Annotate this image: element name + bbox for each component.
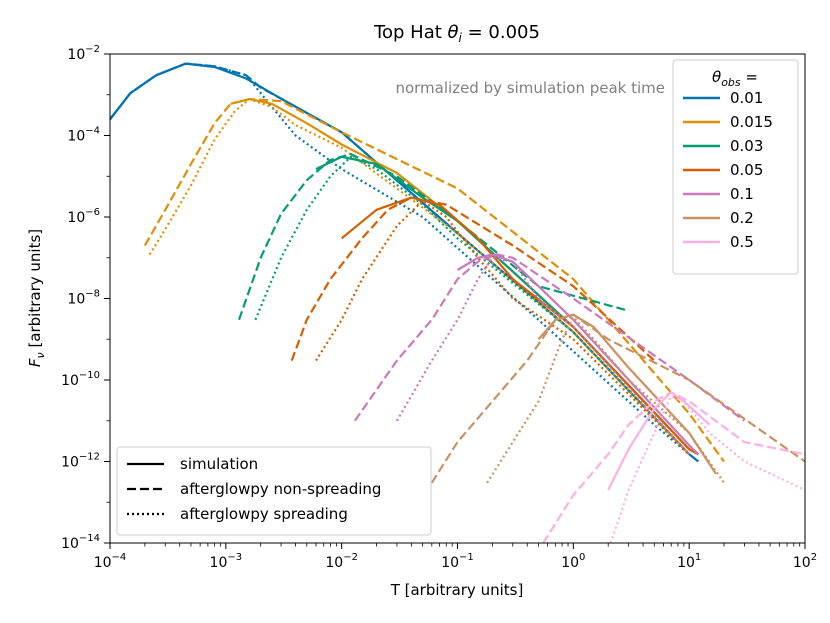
tick-label: 10−12 [61, 452, 100, 471]
legend-label: 0.1 [730, 185, 754, 203]
series-0-5-simulation-line [607, 391, 711, 491]
tick-label: 102 [793, 552, 817, 571]
tick-label: 10−6 [67, 207, 100, 226]
series-0-1-simulation-line [456, 253, 700, 456]
style-legend: simulation afterglowpy non-spreading after… [116, 446, 432, 536]
series-0-2-nonspreading-line [430, 313, 805, 484]
legend-label: 0.05 [730, 161, 763, 179]
legend-style-label: simulation [180, 455, 258, 473]
y-axis: 10−14 10−12 10−10 10−8 10−6 10−4 10−2 [61, 44, 110, 552]
style-legend-items: simulation afterglowpy non-spreading after… [127, 455, 381, 523]
tick-label: 10−1 [441, 552, 474, 571]
legend-style-label: afterglowpy spreading [180, 505, 348, 523]
annotation: normalized by simulation peak time [395, 79, 665, 97]
series-0-5-nonspreading-line [542, 391, 805, 543]
x-axis-label: T [arbitrary units] [390, 581, 524, 599]
tick-label: 100 [561, 552, 585, 571]
legend-label: 0.2 [730, 209, 754, 227]
tick-label: 10−4 [67, 126, 100, 145]
color-legend-box [672, 59, 799, 275]
x-axis: 10−4 10−3 10−2 10−1 100 101 102 [94, 543, 817, 571]
series-0-2-simulation-line [537, 313, 717, 475]
color-legend: θobs = 0.01 0.015 0.03 0.05 0.1 0.2 0.5 [672, 59, 799, 275]
tick-label: 10−4 [94, 552, 127, 571]
legend-style-label: afterglowpy non-spreading [180, 480, 381, 498]
legend-label: 0.01 [730, 89, 763, 107]
tick-label: 10−3 [210, 552, 243, 571]
series-0-05-simulation-line [341, 196, 699, 456]
series-0-1-spreading-line [395, 256, 691, 456]
color-legend-items: 0.01 0.015 0.03 0.05 0.1 0.2 0.5 [683, 89, 773, 251]
series-0-5-spreading-line [609, 395, 805, 543]
color-legend-title: θobs = [712, 68, 758, 89]
legend-label: 0.03 [730, 137, 763, 155]
tick-label: 10−2 [67, 44, 100, 63]
tick-label: 10−14 [61, 533, 100, 552]
tick-label: 10−10 [61, 370, 100, 389]
series-0-05-spreading-line [315, 199, 690, 456]
y-axis-label: Fν [arbitrary units] [26, 229, 47, 367]
tick-label: 10−8 [67, 289, 100, 308]
series-layer [110, 62, 805, 543]
series-0-05-nonspreading-line [290, 196, 656, 362]
legend-label: 0.015 [730, 113, 773, 131]
legend-label: 0.5 [730, 233, 754, 251]
chart-title: Top Hat θi = 0.005 [373, 22, 540, 45]
tick-label: 101 [677, 552, 701, 571]
style-legend-box [116, 446, 432, 536]
series-0-1-nonspreading-line [353, 253, 746, 422]
tick-label: 10−2 [325, 552, 358, 571]
series-0-03-spreading-line [254, 155, 690, 456]
series-0-015-spreading-line [148, 98, 690, 456]
